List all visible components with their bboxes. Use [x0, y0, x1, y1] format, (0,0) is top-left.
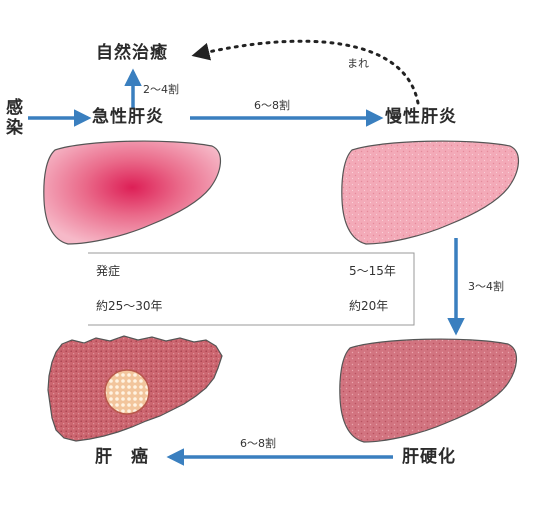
node-infection: 感染	[6, 98, 24, 138]
node-natural-cure: 自然治癒	[96, 43, 168, 63]
liver-acute	[43, 140, 221, 245]
liver-cirrhosis	[339, 338, 517, 443]
node-chronic-hepatitis: 慢性肝炎	[385, 107, 457, 127]
timeline-box	[88, 252, 415, 326]
timeline-total-label: 約25～30年	[96, 299, 163, 313]
node-liver-cancer: 肝 癌	[95, 447, 149, 467]
node-acute-hepatitis: 急性肝炎	[92, 107, 164, 127]
node-cirrhosis: 肝硬化	[402, 447, 456, 467]
tumor-mass	[104, 369, 150, 415]
liver-chronic	[341, 140, 519, 245]
edge-label-cirrhosis-to-cancer: 6～8割	[240, 437, 276, 450]
timeline-total-years: 約20年	[349, 299, 389, 313]
timeline-onset-label: 発症	[96, 264, 121, 278]
edge-label-chronic-to-cure: まれ	[347, 57, 369, 70]
edge-label-acute-to-chronic: 6～8割	[254, 99, 290, 112]
arrow-chronic-to-cure-dotted	[191, 39, 420, 105]
edge-label-acute-to-cure: 2～4割	[143, 83, 179, 96]
timeline-onset-years: 5～15年	[349, 264, 396, 278]
edge-label-chronic-to-cirrhosis: 3～4割	[468, 280, 504, 293]
